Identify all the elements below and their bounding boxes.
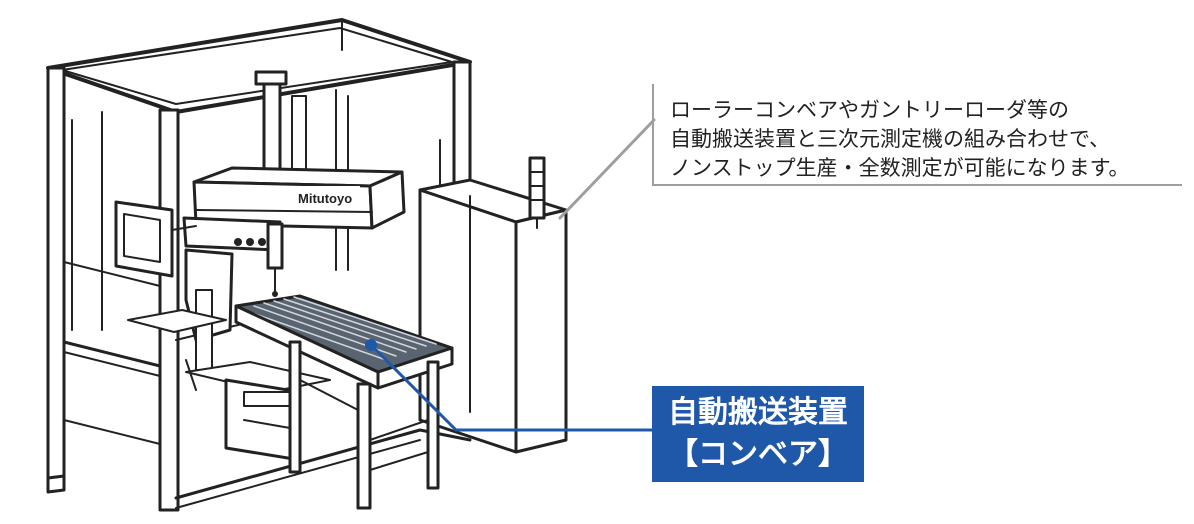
control-cabinet [418,156,568,454]
conveyor-label-line-1: 自動搬送装置 [668,395,848,430]
callout-leader [558,118,656,220]
callout-line-2: 自動搬送装置と三次元測定機の組み合わせで、 [670,127,1111,151]
description-callout: ローラーコンベアやガントリーローダ等の 自動搬送装置と三次元測定機の組み合わせで… [652,84,1182,186]
callout-line-3: ノンストップ生産・全数測定が可能になります。 [670,156,1130,180]
callout-line-1: ローラーコンベアやガントリーローダ等の [670,98,1069,122]
cmm-bridge: Mitutoyo [182,166,406,252]
side-monitor [114,200,197,278]
brand-label: Mitutoyo [298,191,352,206]
conveyor-label-line-2: 【コンベア】 [668,437,848,472]
conveyor [234,294,454,510]
label-leader [365,339,656,432]
conveyor-label: 自動搬送装置 【コンベア】 [652,386,864,482]
